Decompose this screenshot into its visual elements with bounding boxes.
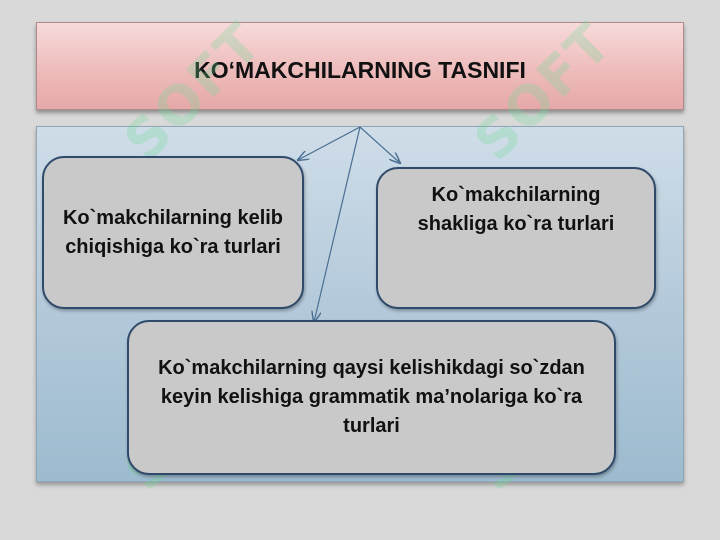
slide-title: KO‘MAKCHILARNING TASNIFI xyxy=(194,57,526,83)
box-case-meaning-types-label: Ko`makchilarning qaysi kelishikdagi so`z… xyxy=(158,357,585,437)
box-case-meaning-types: Ko`makchilarning qaysi kelishikdagi so`z… xyxy=(127,320,616,475)
box-form-types: Ko`makchilarning shakliga ko`ra turlari xyxy=(376,167,656,309)
box-origin-types-label: Ko`makchilarning kelib chiqishiga ko`ra … xyxy=(62,206,284,258)
box-form-types-label: Ko`makchilarning shakliga ko`ra turlari xyxy=(417,184,615,235)
title-banner: KO‘MAKCHILARNING TASNIFI xyxy=(36,22,684,110)
box-origin-types: Ko`makchilarning kelib chiqishiga ko`ra … xyxy=(42,156,304,309)
